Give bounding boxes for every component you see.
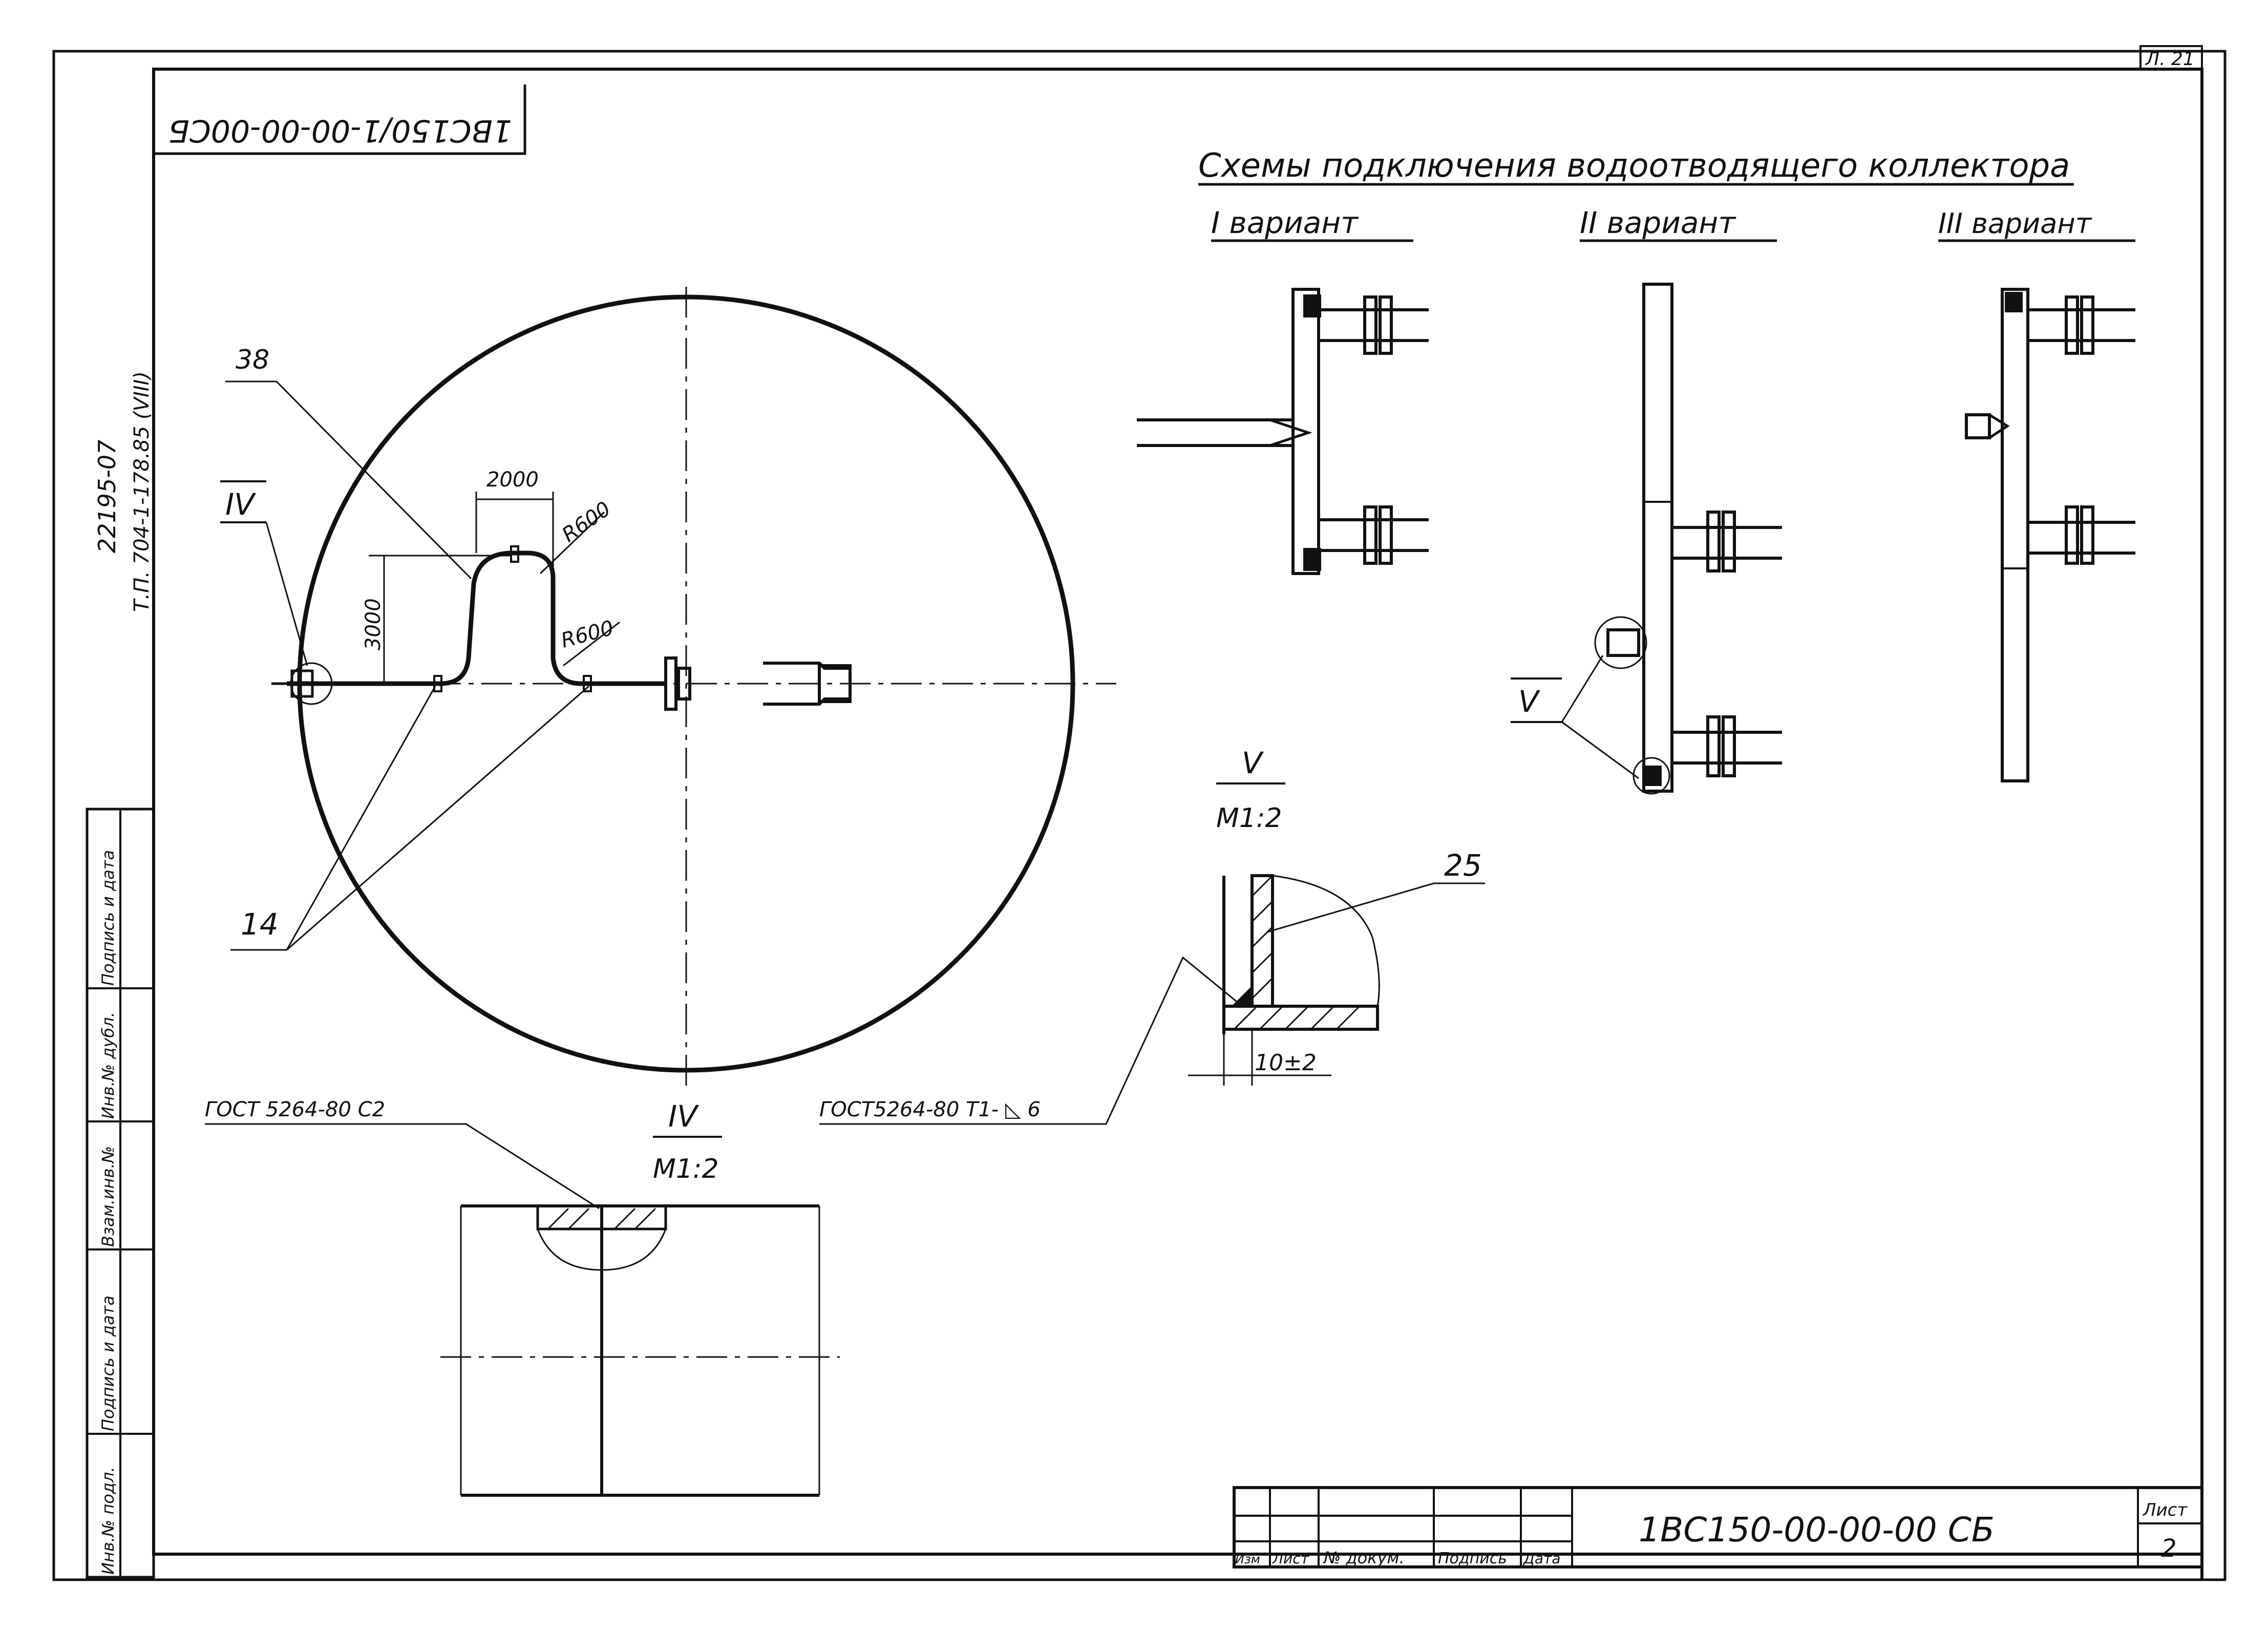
side-code-2: Т.П. 704-1-178.85 (VIII): [130, 371, 154, 612]
label-38: 38: [236, 345, 269, 375]
variant-1-title: I вариант: [1211, 205, 1359, 240]
callout-IV: IV: [225, 487, 257, 522]
rotated-stamp: 1ВС150/1-00-00-00СБ: [154, 84, 526, 155]
strip-cell-2: Инв.№ дубл.: [98, 1012, 118, 1119]
strip-cell-3: Взам.инв.№: [98, 1146, 118, 1247]
main-title: Схемы подключения водоотводящего коллект…: [1198, 147, 2070, 185]
variant-3-title: III вариант: [1938, 207, 2092, 240]
side-codes: 22195-07 Т.П. 704-1-178.85 (VIII): [93, 371, 154, 612]
dim-3000: 3000: [362, 598, 385, 650]
sheet-label: Лист: [2142, 1500, 2188, 1520]
outer-frame: [52, 50, 2227, 1581]
detail-IV-title: IV: [668, 1099, 700, 1134]
col-sign: Подпись: [1438, 1550, 1507, 1567]
side-code-1: 22195-07: [93, 440, 121, 553]
sheet-number: 2: [2161, 1534, 2177, 1563]
detail-V-dim: 10±2: [1255, 1050, 1317, 1076]
col-izm: Изм: [1235, 1552, 1260, 1566]
detail-IV: IV M1:2 ГОСТ 5264-80 С2: [205, 1098, 840, 1497]
left-strip: Подпись и дата Инв.№ дубл. Взам.инв.№ По…: [86, 808, 155, 1579]
schemes-title: Схемы подключения водоотводящего коллект…: [1198, 147, 2135, 242]
detail-V: V M1:2 25 10±2 ГОСТ5264-80 Т1- ◺ 6: [819, 746, 1485, 1125]
title-block: Изм Лист № докум. Подпись Дата 1ВС150-00…: [1233, 1486, 2203, 1568]
variant-3-scheme: [1965, 288, 2135, 782]
sheet-number-box: Л. 21: [2139, 45, 2203, 70]
dim-2000: 2000: [486, 468, 539, 492]
strip-cell-5: Инв.№ подл.: [98, 1467, 118, 1575]
detail-V-scale: M1:2: [1216, 803, 1282, 834]
label-14: 14: [241, 907, 279, 942]
sheet-number-label: Л. 21: [2145, 49, 2195, 70]
r600-top: R600: [558, 497, 615, 547]
callout-V: V: [1518, 684, 1541, 719]
detail-V-title: V: [1242, 746, 1264, 780]
plan-view: 2000 3000 R600 R600 38 14 IV: [220, 287, 1116, 1086]
strip-cell-1: Подпись и дата: [98, 850, 118, 986]
strip-cell-4: Подпись и дата: [98, 1296, 118, 1431]
rotated-code: 1ВС150/1-00-00-00СБ: [168, 113, 512, 149]
titleblock-code: 1ВС150-00-00-00 СБ: [1639, 1510, 1995, 1550]
variant-2-scheme: V: [1511, 283, 1782, 795]
col-list: Лист: [1272, 1550, 1309, 1567]
weld-note-IV: ГОСТ 5264-80 С2: [205, 1098, 385, 1121]
variant-1-scheme: [1137, 288, 1429, 575]
col-doc: № докум.: [1323, 1548, 1405, 1567]
variant-2-title: II вариант: [1580, 205, 1736, 240]
label-25: 25: [1444, 848, 1482, 883]
col-date: Дата: [1522, 1550, 1561, 1567]
detail-IV-scale: M1:2: [653, 1154, 719, 1184]
weld-note-V: ГОСТ5264-80 Т1- ◺ 6: [819, 1098, 1041, 1121]
